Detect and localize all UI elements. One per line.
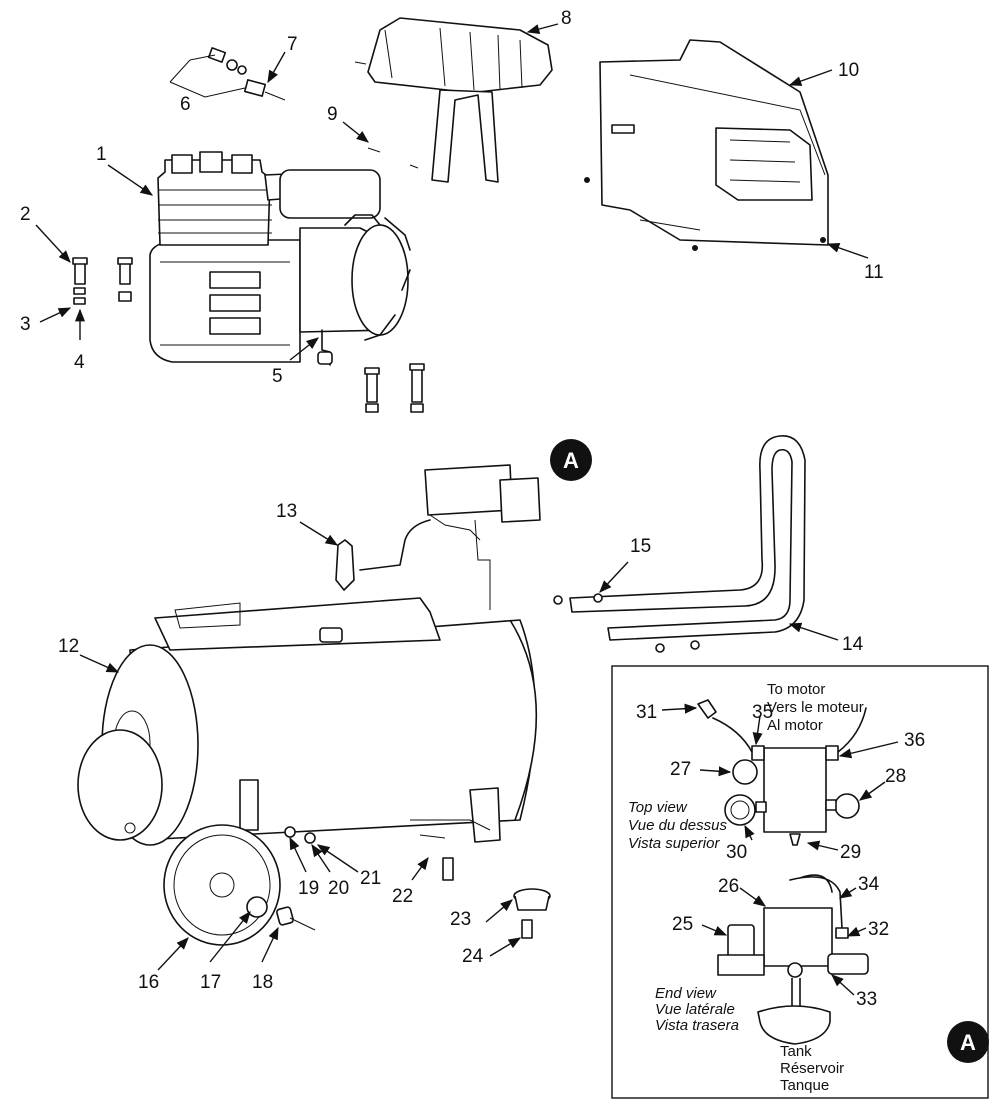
caption-line: Vue latérale xyxy=(655,1001,735,1018)
callout-30: 30 xyxy=(726,842,747,863)
nut-19 xyxy=(284,826,296,838)
callout-24: 24 xyxy=(462,946,484,967)
inset-badge-label: A xyxy=(960,1030,976,1055)
callout-15: 15 xyxy=(630,536,651,557)
nut-20 xyxy=(304,832,316,844)
callout-13: 13 xyxy=(276,501,297,522)
callout-5: 5 xyxy=(272,366,283,387)
callout-21: 21 xyxy=(360,868,381,889)
tube-fittings xyxy=(169,47,286,101)
callout-9: 9 xyxy=(327,104,338,125)
pump-motor-assembly xyxy=(149,151,411,366)
screw-9 xyxy=(367,147,381,153)
shroud-cover xyxy=(354,17,553,183)
caption-line: End view xyxy=(655,985,717,1002)
callout-6: 6 xyxy=(180,94,191,115)
callout-4: 4 xyxy=(74,352,85,373)
callout-7: 7 xyxy=(287,34,298,55)
callout-35: 35 xyxy=(752,702,773,723)
caption-line: Tank xyxy=(780,1043,812,1060)
callout-20: 20 xyxy=(328,878,349,899)
callout-11: 11 xyxy=(864,262,884,283)
callout-33: 33 xyxy=(856,989,877,1010)
callout-23: 23 xyxy=(450,909,471,930)
caption-line: Tanque xyxy=(780,1077,829,1094)
callout-numbers: 1 2 3 4 5 6 7 8 9 10 11 12 13 14 15 16 1… xyxy=(20,8,925,1010)
caption-line: Vista trasera xyxy=(655,1017,739,1034)
badge-label: A xyxy=(563,448,579,473)
callout-32: 32 xyxy=(868,919,889,940)
inset-badge-a: A xyxy=(947,1021,989,1063)
callout-10: 10 xyxy=(838,60,859,81)
leader-lines xyxy=(35,23,899,996)
callout-1: 1 xyxy=(96,144,107,165)
callout-12: 12 xyxy=(58,636,79,657)
callout-31: 31 xyxy=(636,702,657,723)
callout-22: 22 xyxy=(392,886,413,907)
callout-18: 18 xyxy=(252,972,273,993)
callout-26: 26 xyxy=(718,876,739,897)
caption-to-motor: To motor Vers le moteur Al motor xyxy=(767,681,864,734)
callout-14: 14 xyxy=(842,634,864,655)
caption-end-view: End view Vue latérale Vista trasera xyxy=(655,985,739,1034)
callout-34: 34 xyxy=(858,874,880,895)
callout-3: 3 xyxy=(20,314,31,335)
wheel xyxy=(77,729,316,946)
mounting-bolts xyxy=(72,257,425,413)
callout-25: 25 xyxy=(672,914,693,935)
callout-29: 29 xyxy=(840,842,861,863)
caption-line: Vista superior xyxy=(628,835,720,852)
caption-line: Top view xyxy=(628,799,688,816)
caption-line: Al motor xyxy=(767,717,823,734)
rubber-foot xyxy=(513,888,551,939)
caption-line: Vers le moteur xyxy=(767,699,864,716)
callout-16: 16 xyxy=(138,972,159,993)
caption-line: To motor xyxy=(767,681,825,698)
belt-guard xyxy=(584,39,829,251)
handle xyxy=(553,435,806,653)
callout-36: 36 xyxy=(904,730,925,751)
caption-tank: Tank Réservoir Tanque xyxy=(780,1043,844,1094)
caption-line: Vue du dessus xyxy=(628,817,727,834)
callout-19: 19 xyxy=(298,878,319,899)
callout-8: 8 xyxy=(561,8,572,29)
callout-27: 27 xyxy=(670,759,691,780)
caption-line: Réservoir xyxy=(780,1060,844,1077)
callout-17: 17 xyxy=(200,972,221,993)
callout-28: 28 xyxy=(885,766,906,787)
detail-badge-a: A xyxy=(550,439,592,481)
tank-assembly xyxy=(101,464,541,881)
caption-top-view: Top view Vue du dessus Vista superior xyxy=(628,799,727,852)
inset-panel xyxy=(611,665,989,1099)
callout-2: 2 xyxy=(20,204,31,225)
